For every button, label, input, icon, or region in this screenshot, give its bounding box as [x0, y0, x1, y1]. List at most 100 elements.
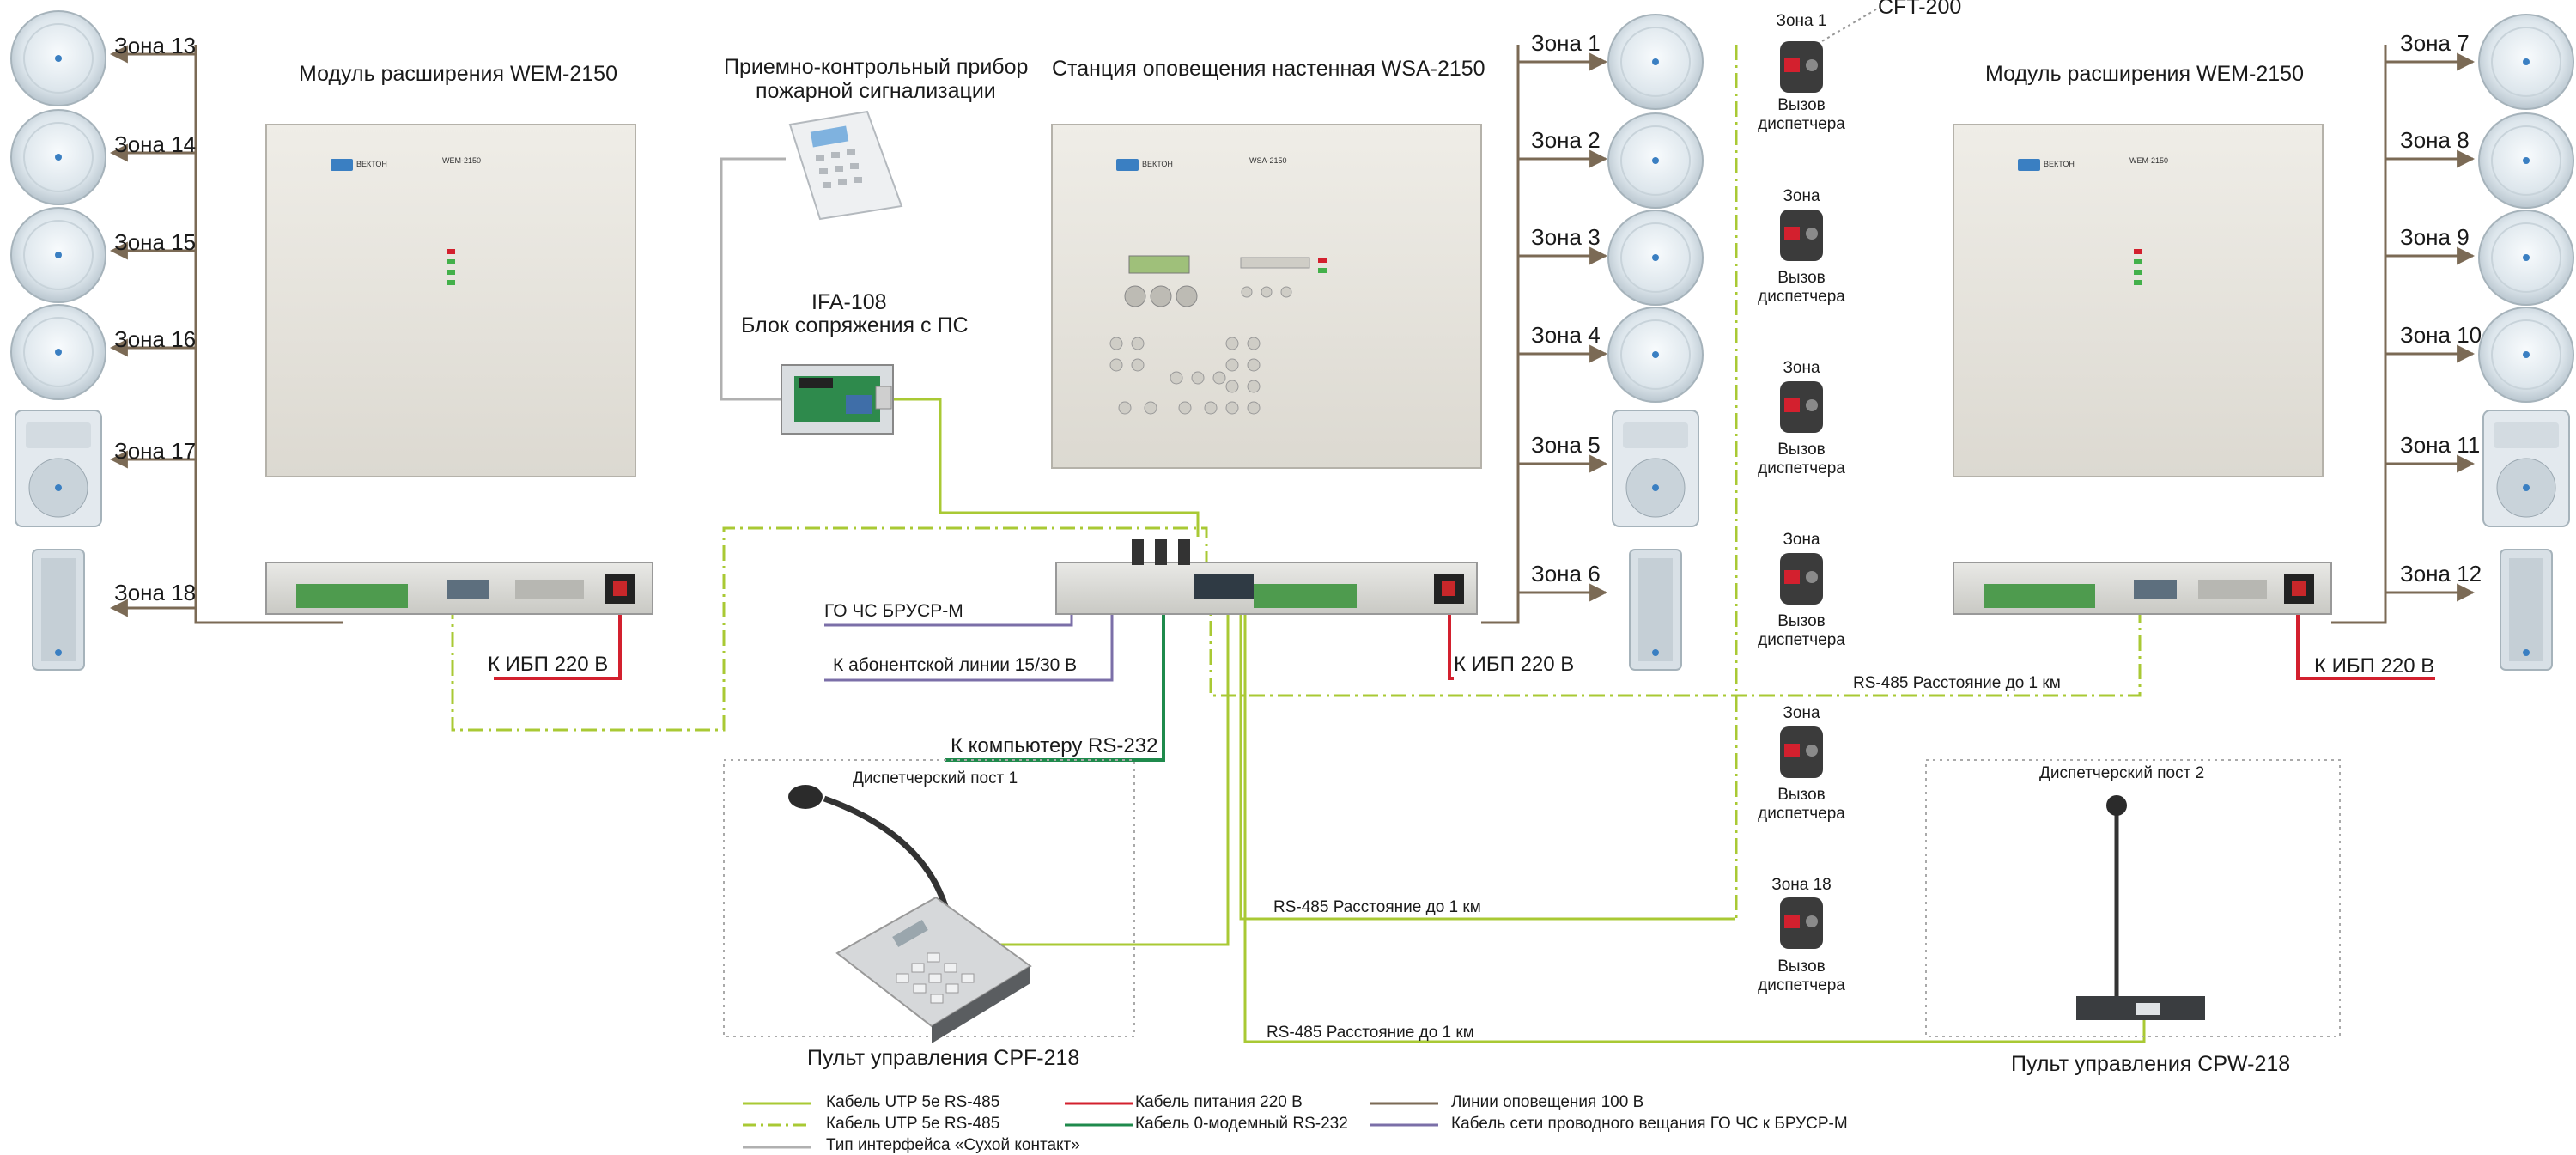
speaker-zone-3	[1607, 210, 1704, 306]
ups-right-label: К ИБП 220 В	[2314, 654, 2435, 678]
call-point-18	[1780, 897, 1823, 949]
rs485-mid-label: RS-485 Расстояние до 1 км	[1273, 898, 1481, 916]
zone-label-10: Зона 10	[2400, 322, 2482, 348]
fire-panel-title-line1: Приемно-контрольный прибор	[724, 55, 1029, 79]
zone-label-7: Зона 7	[2400, 30, 2470, 56]
zone-label-4: Зона 4	[1531, 322, 1601, 348]
zone-label-16: Зона 16	[114, 326, 197, 352]
wsa-rear-panel	[1055, 539, 1478, 615]
column-speaker-zone-18	[32, 549, 85, 671]
dispatcher-post-1-title: Диспетчерский пост 1	[853, 769, 1018, 787]
zone-label-1: Зона 1	[1531, 30, 1601, 56]
rs485-solid-cables	[893, 398, 2146, 1043]
dispatcher-post-2-frame	[1925, 759, 2341, 1037]
call-point-1	[1780, 41, 1823, 93]
legend-item-4: Кабель 0-модемный RS-232	[1135, 1115, 1348, 1133]
legend-item-3: Кабель питания 220 В	[1135, 1093, 1303, 1111]
call-point-1-l1: Вызов	[1777, 96, 1826, 114]
zone-label-13: Зона 13	[114, 33, 197, 58]
zone-label-8: Зона 8	[2400, 127, 2470, 153]
speaker-zone-8	[2478, 112, 2574, 209]
speaker-zone-15	[10, 207, 106, 303]
wem-right-cabinet	[1953, 124, 2324, 477]
wem-left-rear-panel	[265, 562, 653, 615]
ups-left-label: К ИБП 220 В	[488, 653, 609, 676]
box-speaker-zone-11	[2482, 410, 2570, 527]
rs485-right-label: RS-485 Расстояние до 1 км	[1853, 674, 2061, 692]
cpw-218-title: Пульт управления CPW-218	[2011, 1052, 2291, 1076]
dry-contact-cable	[720, 157, 786, 401]
wem-left-cabinet	[265, 124, 636, 477]
box-speaker-zone-5	[1612, 410, 1699, 527]
wem-right-brand: ВЕКТОН	[2044, 160, 2075, 168]
call-point-5	[1780, 726, 1823, 778]
call-point-18-l1: Вызов	[1777, 957, 1826, 976]
speaker-zone-2	[1607, 112, 1704, 209]
box-speaker-zone-17	[15, 410, 102, 527]
zone-label-3: Зона 3	[1531, 224, 1601, 250]
rs232-cable	[945, 593, 1165, 762]
console-cpw-218	[2076, 795, 2205, 1020]
legend-item-2: Тип интерфейса «Сухой контакт»	[826, 1136, 1080, 1154]
go-chs-label: ГО ЧС БРУСР-М	[824, 601, 963, 621]
call-point-18-zone: Зона 18	[1771, 876, 1832, 894]
legend-item-5: Линии оповещения 100 В	[1451, 1093, 1644, 1111]
wem-right-model: WEM-2150	[2129, 156, 2169, 165]
column-speaker-zone-6	[1629, 549, 1682, 671]
speaker-lines	[109, 45, 2476, 624]
speaker-zone-9	[2478, 210, 2574, 306]
call-point-2-zone: Зона	[1783, 187, 1820, 205]
wsa-model: WSA-2150	[1249, 156, 1287, 165]
call-point-5-l1: Вызов	[1777, 786, 1826, 804]
rs232-label: К компьютеру RS-232	[951, 734, 1158, 757]
call-point-3	[1780, 381, 1823, 433]
ifa-title-line1: IFA-108	[811, 290, 887, 314]
wem-left-model: WEM-2150	[442, 156, 482, 165]
power-cables	[494, 588, 2435, 680]
call-point-2-l2: диспетчера	[1758, 288, 1845, 306]
speaker-zone-1	[1607, 14, 1704, 110]
call-point-5-zone: Зона	[1783, 704, 1820, 722]
speaker-zone-16	[10, 304, 106, 400]
fire-alarm-panel	[788, 110, 903, 221]
wem-right-rear-panel	[1953, 562, 2332, 615]
call-point-18-l2: диспетчера	[1758, 976, 1845, 994]
ifa-title-line2: Блок сопряжения с ПС	[741, 313, 969, 337]
legend-item-6: Кабель сети проводного вещания ГО ЧС к Б…	[1451, 1115, 1848, 1133]
zone-label-2: Зона 2	[1531, 127, 1601, 153]
zone-label-6: Зона 6	[1531, 561, 1601, 587]
column-speaker-zone-12	[2500, 549, 2553, 671]
cpf-218-title: Пульт управления CPF-218	[807, 1046, 1080, 1070]
speaker-zone-10	[2478, 307, 2574, 403]
legend-item-1: Кабель UTP 5e RS-485	[826, 1115, 1000, 1133]
zone-label-12: Зона 12	[2400, 561, 2482, 587]
call-point-4-l2: диспетчера	[1758, 631, 1845, 649]
call-point-5-l2: диспетчера	[1758, 805, 1845, 823]
call-point-4-zone: Зона	[1783, 531, 1820, 549]
call-point-4	[1780, 553, 1823, 605]
speaker-zone-7	[2478, 14, 2574, 110]
call-point-1-l2: диспетчера	[1758, 115, 1845, 133]
console-cpf-218	[788, 785, 1032, 1043]
zone-label-11: Зона 11	[2400, 432, 2481, 458]
legend-item-0: Кабель UTP 5e RS-485	[826, 1093, 1000, 1111]
wem-right-title: Модуль расширения WEM-2150	[1985, 62, 2304, 86]
speaker-zone-14	[10, 109, 106, 205]
zone-label-18: Зона 18	[114, 580, 197, 605]
zone-label-5: Зона 5	[1531, 432, 1601, 458]
wem-left-brand: ВЕКТОН	[356, 160, 387, 168]
ifa-108-board	[781, 364, 894, 435]
dispatcher-post-2-title: Диспетчерский пост 2	[2039, 764, 2205, 782]
call-point-4-l1: Вызов	[1777, 612, 1826, 630]
wem-left-title: Модуль расширения WEM-2150	[299, 62, 617, 86]
rs485-bottom-label: RS-485 Расстояние до 1 км	[1267, 1024, 1474, 1042]
call-point-3-l1: Вызов	[1777, 441, 1826, 459]
cft-200-label: CFT-200	[1878, 0, 1962, 19]
subscriber-line-label: К абонентской линии 15/30 В	[833, 655, 1078, 675]
fire-panel-title-line2: пожарной сигнализации	[756, 79, 996, 103]
call-point-2	[1780, 210, 1823, 261]
call-point-1-zone: Зона 1	[1776, 12, 1827, 30]
rs485-dashdot-cables	[451, 45, 2142, 919]
